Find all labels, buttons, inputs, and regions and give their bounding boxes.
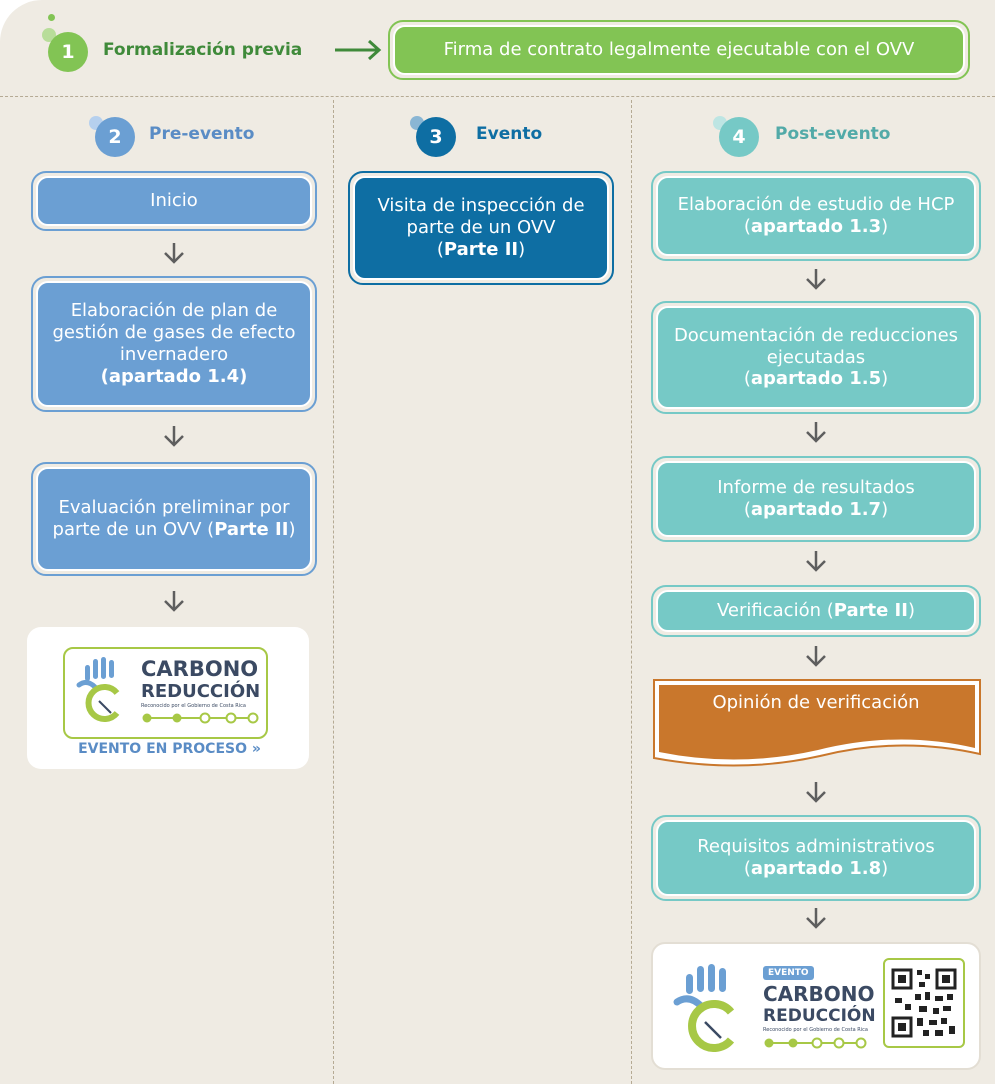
box-outline [651, 456, 981, 542]
step-text: Documentación de reducciones ejecutadas [673, 324, 959, 368]
box-outline [31, 171, 317, 231]
arrow-down-icon [806, 551, 826, 572]
logo-small-text: Reconocido por el Gobierno de Costa Rica [141, 703, 246, 709]
step-prefix: ( [743, 368, 751, 390]
step-plan-gestion: Elaboración de plan de gestión de gases … [36, 281, 312, 407]
arrow-down-icon [806, 269, 826, 290]
header-arrow-icon [335, 39, 382, 61]
box-outline [651, 171, 981, 261]
step-bold: (apartado 1.4) [100, 365, 248, 387]
logo-frame [63, 647, 268, 739]
step-suffix: ) [518, 238, 526, 260]
box-outline [651, 815, 981, 901]
step-verificacion: Verificación (Parte II) [656, 590, 976, 632]
logo-small-text: Reconocido por el Gobierno de Costa Rica [763, 1027, 868, 1033]
progress-dots-icon [764, 1037, 867, 1049]
column-divider-1 [333, 100, 334, 1084]
step-prefix: ( [436, 238, 444, 260]
step-text: Informe de resultados [717, 477, 915, 499]
step-documentacion: Documentación de reducciones ejecutadas(… [656, 306, 976, 409]
box-outline [651, 585, 981, 637]
phase-event-title: Evento [476, 124, 543, 144]
step-suffix: ) [907, 600, 915, 622]
logo-card-in-process: CARBONO REDUCCIÓN Reconocido por el Gobi… [27, 627, 309, 769]
step-suffix: ) [881, 216, 889, 237]
step-opinion: Opinión de verificación [712, 692, 920, 713]
step-evaluacion: Evaluación preliminar por parte de un OV… [36, 467, 312, 571]
hand-icon [76, 657, 120, 722]
step-bold: apartado 1.3 [750, 216, 882, 237]
arrow-down-icon [806, 908, 826, 929]
logo-line1: CARBONO [141, 657, 259, 681]
column-divider-2 [631, 100, 632, 1084]
step-text: Inicio [150, 190, 198, 212]
step-bold: apartado 1.5 [750, 368, 882, 390]
header-box-outline [388, 20, 970, 80]
step-bold: Parte II [833, 600, 908, 622]
step-suffix: ) [881, 499, 889, 520]
step-visita: Visita de inspección de parte de un OVV(… [353, 176, 609, 280]
qr-code-icon [883, 958, 965, 1048]
step-3-badge: 3 [416, 117, 456, 157]
step-text: Elaboración de plan de gestión de gases … [52, 300, 296, 365]
phase-pre-title: Pre-evento [149, 124, 255, 144]
logo-footer-text: EVENTO EN PROCESO [78, 741, 247, 757]
arrow-down-icon [164, 426, 184, 447]
step-prefix: ( [743, 858, 751, 879]
decor-dot [48, 14, 55, 21]
step-text: Verificación ( [717, 600, 834, 622]
step-4-badge: 4 [719, 117, 759, 157]
step-1-badge: 1 [48, 32, 88, 72]
step-requisitos: Requisitos administrativos(apartado 1.8) [656, 820, 976, 896]
step-inicio: Inicio [36, 176, 312, 226]
document-shape [653, 679, 981, 767]
box-outline [31, 276, 317, 412]
logo-tag: EVENTO [763, 966, 814, 980]
box-outline [348, 171, 614, 285]
step-estudio-hcp: Elaboración de estudio de HCP (apartado … [656, 176, 976, 256]
logo-footer: EVENTO EN PROCESO » [67, 741, 272, 757]
step-bold: apartado 1.7 [750, 499, 882, 520]
step-2-badge: 2 [95, 117, 135, 157]
step-suffix: ) [881, 368, 889, 390]
arrow-down-icon [164, 591, 184, 612]
header-title: Formalización previa [103, 40, 303, 60]
contract-box: Firma de contrato legalmente ejecutable … [393, 25, 965, 75]
step-bold: Parte II [443, 238, 519, 260]
logo-line2: REDUCCIÓN [763, 1006, 876, 1026]
logo-line2: REDUCCIÓN [141, 681, 261, 702]
phase-post-title: Post-evento [775, 124, 891, 144]
progress-dots-icon [142, 712, 259, 724]
step-text: Visita de inspección de parte de un OVV [377, 195, 585, 239]
header-divider [0, 96, 995, 97]
step-text: Evaluación preliminar por parte de un OV… [52, 497, 290, 540]
step-bold: apartado 1.8 [750, 858, 882, 879]
logo-line1: CARBONO [763, 982, 875, 1006]
double-chevron-right-icon: » [247, 741, 261, 757]
box-outline [31, 462, 317, 576]
step-informe: Informe de resultados(apartado 1.7) [656, 461, 976, 537]
step-suffix: ) [288, 519, 296, 540]
arrow-down-icon [164, 243, 184, 264]
step-bold: Parte II [214, 519, 289, 540]
step-text: Elaboración de estudio de HCP ( [677, 194, 955, 237]
hand-icon [673, 964, 735, 1052]
box-outline [651, 301, 981, 414]
arrow-down-icon [806, 646, 826, 667]
step-text: Requisitos administrativos [697, 836, 935, 858]
arrow-down-icon [806, 422, 826, 443]
arrow-down-icon [806, 782, 826, 803]
logo-card-final: EVENTO CARBONO REDUCCIÓN Reconocido por … [651, 942, 981, 1070]
step-prefix: ( [743, 499, 751, 520]
step-suffix: ) [881, 858, 889, 879]
